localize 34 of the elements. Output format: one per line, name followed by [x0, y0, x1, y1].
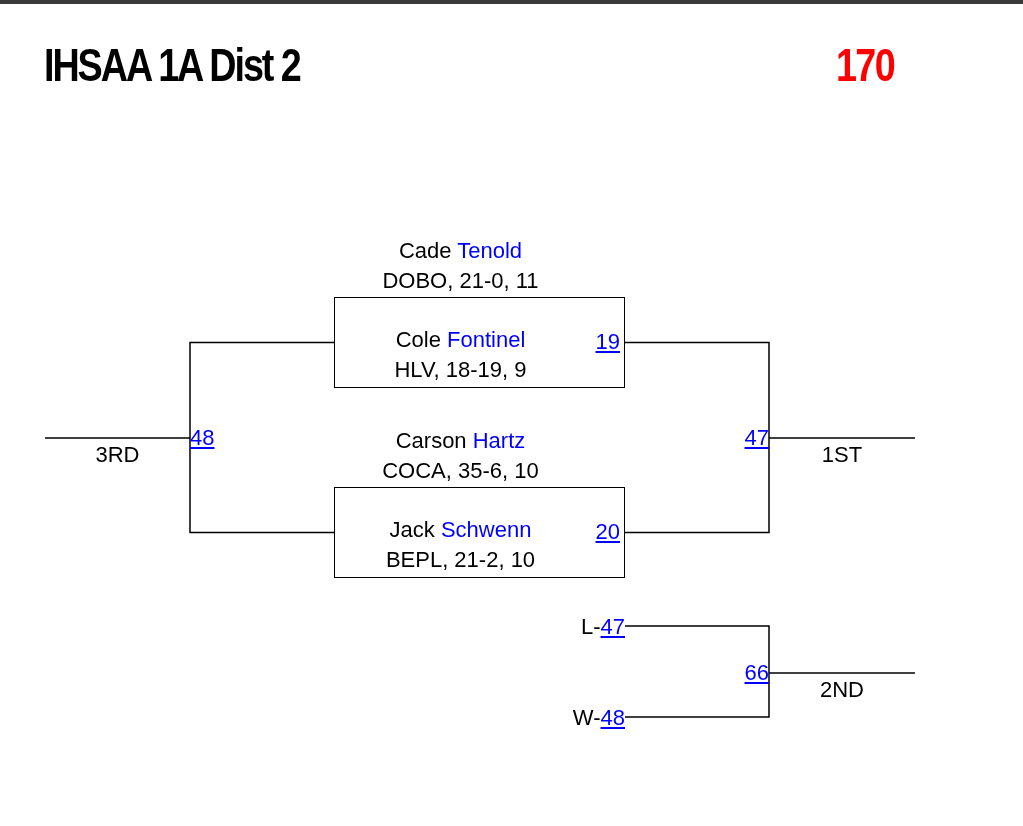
bout-link: 48 [600, 705, 625, 731]
result-prefix: L- [580, 614, 601, 640]
bracket-line [624, 341, 770, 439]
result-prefix: W- [572, 705, 601, 731]
bracket-line [768, 672, 916, 674]
wrestler-last-name: Tenold [457, 238, 523, 263]
team-record: DOBO, 21-0, 11 [382, 268, 539, 293]
wrestler-last-name: Fontinel [447, 327, 526, 352]
bracket-line [624, 672, 770, 718]
wrestler-last-name: Schwenn [440, 517, 532, 542]
bracket-line [189, 341, 335, 439]
bracket-line [624, 625, 770, 674]
placement-label: 1ST [821, 442, 863, 468]
placement-label: 2ND [820, 677, 864, 703]
wrestler-last-name: Hartz [472, 428, 526, 453]
title: IHSAA 1A Dist 2 [44, 38, 300, 92]
bracket-line [189, 437, 335, 534]
bout-link: 66 [744, 660, 769, 686]
placement-label: 3RD [95, 442, 140, 468]
team-record: HLV, 18-19, 9 [394, 357, 527, 382]
wrestler-first-name: Jack [389, 517, 435, 542]
bout-link: 47 [744, 425, 769, 451]
bout-number: 19 [595, 329, 620, 355]
bracket-line [624, 437, 770, 534]
team-record: BEPL, 21-2, 10 [385, 547, 536, 572]
wrestler-first-name: Carson [395, 428, 467, 453]
team-record: COCA, 35-6, 10 [382, 458, 539, 483]
wrestler-first-name: Cade [398, 238, 452, 263]
wrestler-first-name: Cole [395, 327, 441, 352]
weight-class: 170 [836, 38, 894, 92]
bracket-line [44, 437, 191, 439]
bout-link: 47 [600, 614, 625, 640]
bout-number: 20 [595, 519, 620, 545]
bracket-line [768, 437, 916, 439]
